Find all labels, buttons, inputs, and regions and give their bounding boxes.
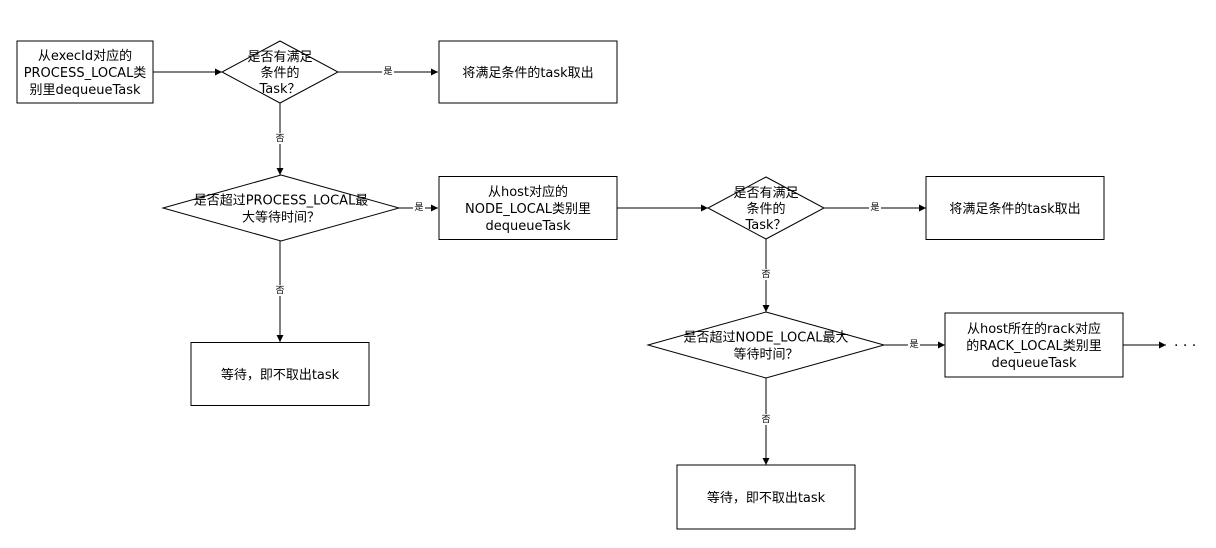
node-text-line: Task？	[744, 218, 786, 233]
process-box	[944, 312, 1124, 378]
process-box	[438, 40, 618, 104]
node-text-line: 等待，即不取出task	[221, 367, 340, 383]
decision-diamond	[161, 174, 401, 242]
node-wait1: 等待，即不取出task	[190, 342, 370, 406]
node-text-line: 是否超过PROCESS_LOCAL最	[194, 194, 369, 209]
edge-label-timeout1-to-wait1: 否	[275, 285, 284, 296]
node-text-line: 从host对应的	[488, 184, 568, 200]
edge-label-background	[760, 269, 772, 280]
node-take1: 将满足条件的task取出	[438, 40, 618, 104]
node-text-line: 是否超过NODE_LOCAL最大	[684, 331, 849, 346]
decision-diamond	[706, 176, 826, 240]
edge-label-check2-to-timeout2: 否	[761, 269, 770, 280]
edge-label-background	[274, 133, 286, 144]
continuation-ellipsis: · · ·	[1174, 338, 1196, 354]
node-text-line: 是否有满足	[247, 50, 312, 65]
node-text-line: 从execId对应的	[38, 48, 132, 64]
node-text-line: 等待，即不取出task	[707, 490, 826, 506]
node-text-line: PROCESS_LOCAL类	[24, 66, 147, 81]
node-text-line: 是否有满足	[733, 186, 798, 201]
process-box	[438, 176, 618, 240]
decision-diamond	[646, 311, 886, 379]
node-text-line: 将满足条件的task取出	[462, 65, 593, 81]
process-box	[925, 176, 1105, 240]
node-text-line: 条件的	[746, 201, 785, 217]
process-box	[190, 342, 370, 406]
process-box	[16, 40, 154, 104]
node-text-line: 别里dequeueTask	[29, 83, 141, 98]
node-text-line: 等待时间？	[733, 347, 798, 363]
edge-label-timeout2-to-rack_local: 是	[909, 339, 918, 350]
node-text-line: dequeueTask	[991, 356, 1077, 371]
node-text-line: 大等待时间？	[242, 210, 320, 226]
node-text-line: dequeueTask	[485, 219, 571, 234]
node-text-line: 将满足条件的task取出	[949, 201, 1080, 217]
node-text-line: 从host所在的rack对应	[967, 321, 1101, 337]
edge-label-background	[908, 339, 920, 350]
edge-label-background	[760, 414, 772, 425]
edge-label-check1-to-timeout1: 否	[275, 133, 284, 144]
edge-label-background	[274, 285, 286, 296]
edge-label-check2-to-take2: 是	[870, 202, 879, 213]
node-text-line: 条件的	[260, 65, 299, 81]
node-text-line: 的RACK_LOCAL类别里	[966, 338, 1102, 354]
node-node_local: 从host对应的 NODE_LOCAL类别里 dequeueTask	[438, 176, 618, 240]
edge-label-check1-to-take1: 是	[383, 66, 392, 77]
edge-label-background	[382, 66, 394, 77]
edge-label-background	[869, 202, 881, 213]
node-text-line: Task？	[258, 82, 300, 97]
node-wait2: 等待，即不取出task	[676, 464, 856, 530]
edge-label-timeout1-to-node_local: 是	[414, 202, 423, 213]
edge-label-timeout2-to-wait2: 否	[761, 414, 770, 425]
node-take2: 将满足条件的task取出	[925, 176, 1105, 240]
edge-label-background	[413, 202, 425, 213]
decision-diamond	[220, 40, 340, 104]
node-text-line: NODE_LOCAL类别里	[465, 202, 591, 217]
process-box	[676, 464, 856, 530]
